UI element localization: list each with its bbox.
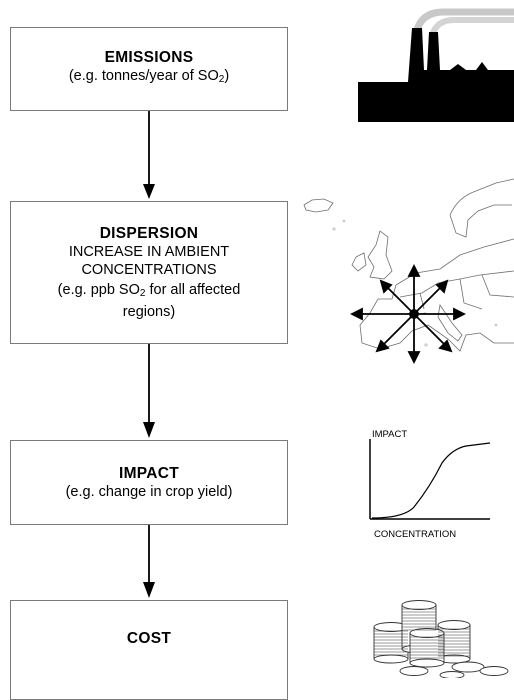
dispersion-title: DISPERSION <box>99 224 199 242</box>
emissions-box: EMISSIONS (e.g. tonnes/year of SO2) <box>10 27 288 111</box>
coin-stack-middle <box>409 628 445 668</box>
impact-box: IMPACT (e.g. change in crop yield) <box>10 440 288 525</box>
emissions-example: (e.g. tonnes/year of SO2) <box>68 68 230 85</box>
impact-curve <box>371 442 491 519</box>
cost-box: COST <box>10 600 288 700</box>
impact-example: (e.g. change in crop yield) <box>65 483 233 500</box>
impact-axis-label: IMPACT <box>372 429 407 440</box>
dispersion-arrows <box>349 263 467 365</box>
loose-coins <box>399 661 509 678</box>
europe-map-icon <box>303 178 514 365</box>
concentration-axis-label: CONCENTRATION <box>374 529 456 540</box>
flow-arrows <box>143 111 155 598</box>
iceland-outline <box>303 198 334 213</box>
dispersion-box: DISPERSION INCREASE IN AMBIENT CONCENTRA… <box>10 201 288 344</box>
factory-icon <box>358 8 514 122</box>
dispersion-line-2: CONCENTRATIONS <box>81 261 217 278</box>
dispersion-line-1: INCREASE IN AMBIENT <box>68 243 230 260</box>
ireland-outline <box>351 252 367 272</box>
impact-curve-icon: IMPACT CONCENTRATION <box>369 429 491 540</box>
scandinavia-outline <box>449 178 514 238</box>
borders <box>399 270 514 316</box>
dispersion-line-3: (e.g. ppb SO2 for all affected <box>57 281 241 299</box>
impact-title: IMPACT <box>118 464 180 482</box>
dispersion-line-4: regions) <box>122 303 176 320</box>
cost-title: COST <box>126 630 172 647</box>
emissions-title: EMISSIONS <box>104 49 194 66</box>
italy-outline <box>437 303 463 342</box>
gb-outline <box>367 230 393 280</box>
coins-icon <box>373 600 509 678</box>
